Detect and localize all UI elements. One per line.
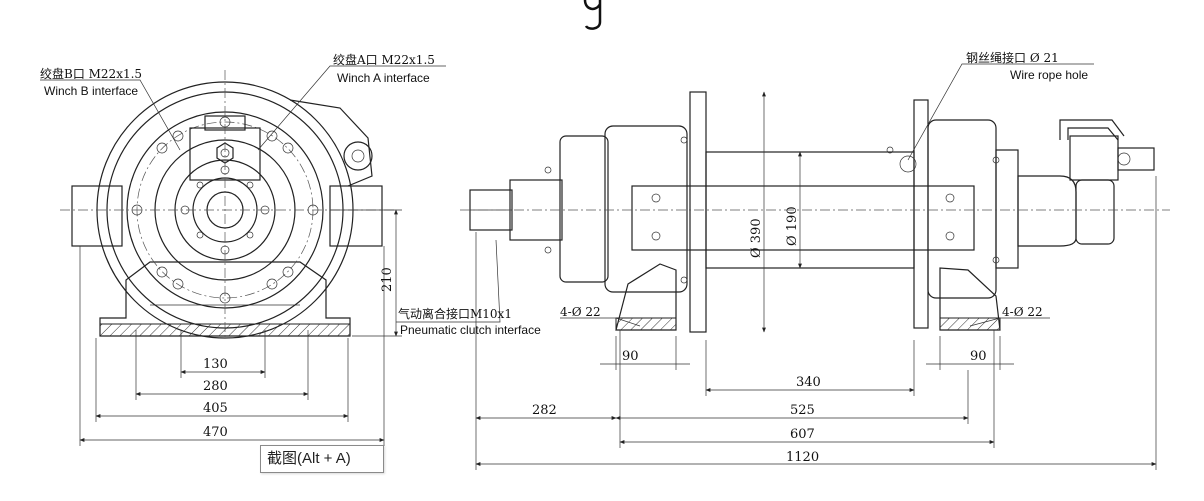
side-hydraulic-pipe <box>1059 119 1125 141</box>
front-left-boss <box>71 185 123 247</box>
bolt-left-label: 4-Ø 22 <box>560 305 601 319</box>
winch-a-leader <box>257 65 446 151</box>
rope-hole-label-cn: 钢丝绳接口 Ø 21 <box>966 50 1059 65</box>
side-frame-bar <box>631 185 975 251</box>
dim-190: Ø 190 <box>785 206 800 246</box>
dim-90-left: 90 <box>622 349 639 364</box>
side-left-flange <box>689 91 707 333</box>
front-right-boss <box>329 185 383 247</box>
bolt-left-leader <box>560 317 641 327</box>
lifting-eye <box>343 141 373 171</box>
side-valve-block <box>1069 135 1119 181</box>
side-right-flange <box>913 99 929 329</box>
dim-470: 470 <box>203 425 228 440</box>
side-frame-bolts <box>544 136 1000 284</box>
side-gear-housing <box>559 135 609 283</box>
side-hydraulic-motor <box>1017 175 1077 247</box>
dim-525: 525 <box>790 403 815 418</box>
dim-282: 282 <box>532 403 557 418</box>
dim-130: 130 <box>203 357 228 372</box>
side-brake-housing <box>604 125 688 293</box>
side-dimensions <box>475 91 1157 470</box>
front-valve-block <box>189 127 261 181</box>
dim-607: 607 <box>790 427 815 442</box>
front-dimensions <box>79 209 402 446</box>
screenshot-tooltip: 截图(Alt + A) <box>260 445 384 473</box>
clutch-label-en: Pneumatic clutch interface <box>400 323 541 337</box>
clutch-label-cn: 气动离合接口M10x1 <box>398 306 512 321</box>
side-motor-adapter <box>995 149 1019 269</box>
side-rope-hole <box>899 155 917 173</box>
dim-1120: 1120 <box>786 450 819 465</box>
winch-b-label-cn: 绞盘B口 M22x1.5 <box>40 66 142 81</box>
winch-b-leader <box>40 79 181 151</box>
bolt-right-leader <box>969 317 1050 327</box>
cropped-title-fragment <box>583 0 602 30</box>
side-view: Ø 390 Ø 190 90 90 340 282 525 607 1120 4… <box>396 50 1170 470</box>
side-left-foot-hatch <box>615 317 677 331</box>
rope-hole-label-en: Wire rope hole <box>1010 68 1088 82</box>
front-top-cover <box>289 99 373 187</box>
dim-90-right: 90 <box>970 349 987 364</box>
rope-hole-leader <box>907 63 1094 161</box>
bolt-right-label: 4-Ø 22 <box>1002 305 1043 319</box>
side-right-housing <box>927 119 997 299</box>
winch-a-label-en: Winch A interface <box>337 71 430 85</box>
dim-390: Ø 390 <box>749 218 764 258</box>
front-view: 130 280 405 470 210 绞盘B口 M22x1.5 Winch B… <box>40 52 446 446</box>
side-right-foot-hatch <box>939 317 1001 331</box>
winch-a-label-cn: 绞盘A口 M22x1.5 <box>333 52 435 67</box>
dim-405: 405 <box>203 401 228 416</box>
clutch-leader <box>396 239 501 323</box>
dim-210: 210 <box>380 267 395 292</box>
dim-340: 340 <box>796 375 821 390</box>
winch-b-label-en: Winch B interface <box>44 84 138 98</box>
dim-280: 280 <box>203 379 228 394</box>
